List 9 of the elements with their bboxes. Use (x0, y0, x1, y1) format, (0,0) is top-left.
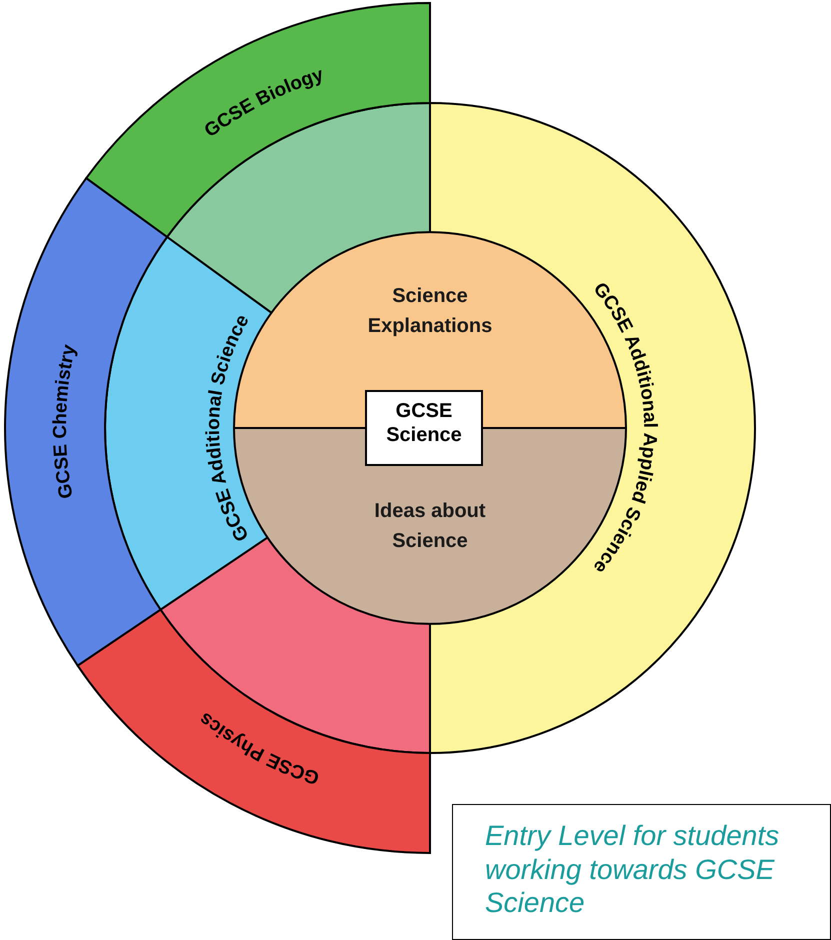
ring-segment (85, 2, 431, 238)
box-label: GCSE Science (385, 399, 463, 447)
section-label: Science Explanations (366, 284, 494, 339)
center-box (365, 390, 483, 466)
note-text: Entry Level for students working towards GCSE Science (485, 819, 780, 920)
note-box (452, 804, 831, 940)
ring-segment (76, 608, 431, 854)
section-label: Ideas about Science (373, 499, 487, 554)
ring-segment (4, 177, 168, 667)
